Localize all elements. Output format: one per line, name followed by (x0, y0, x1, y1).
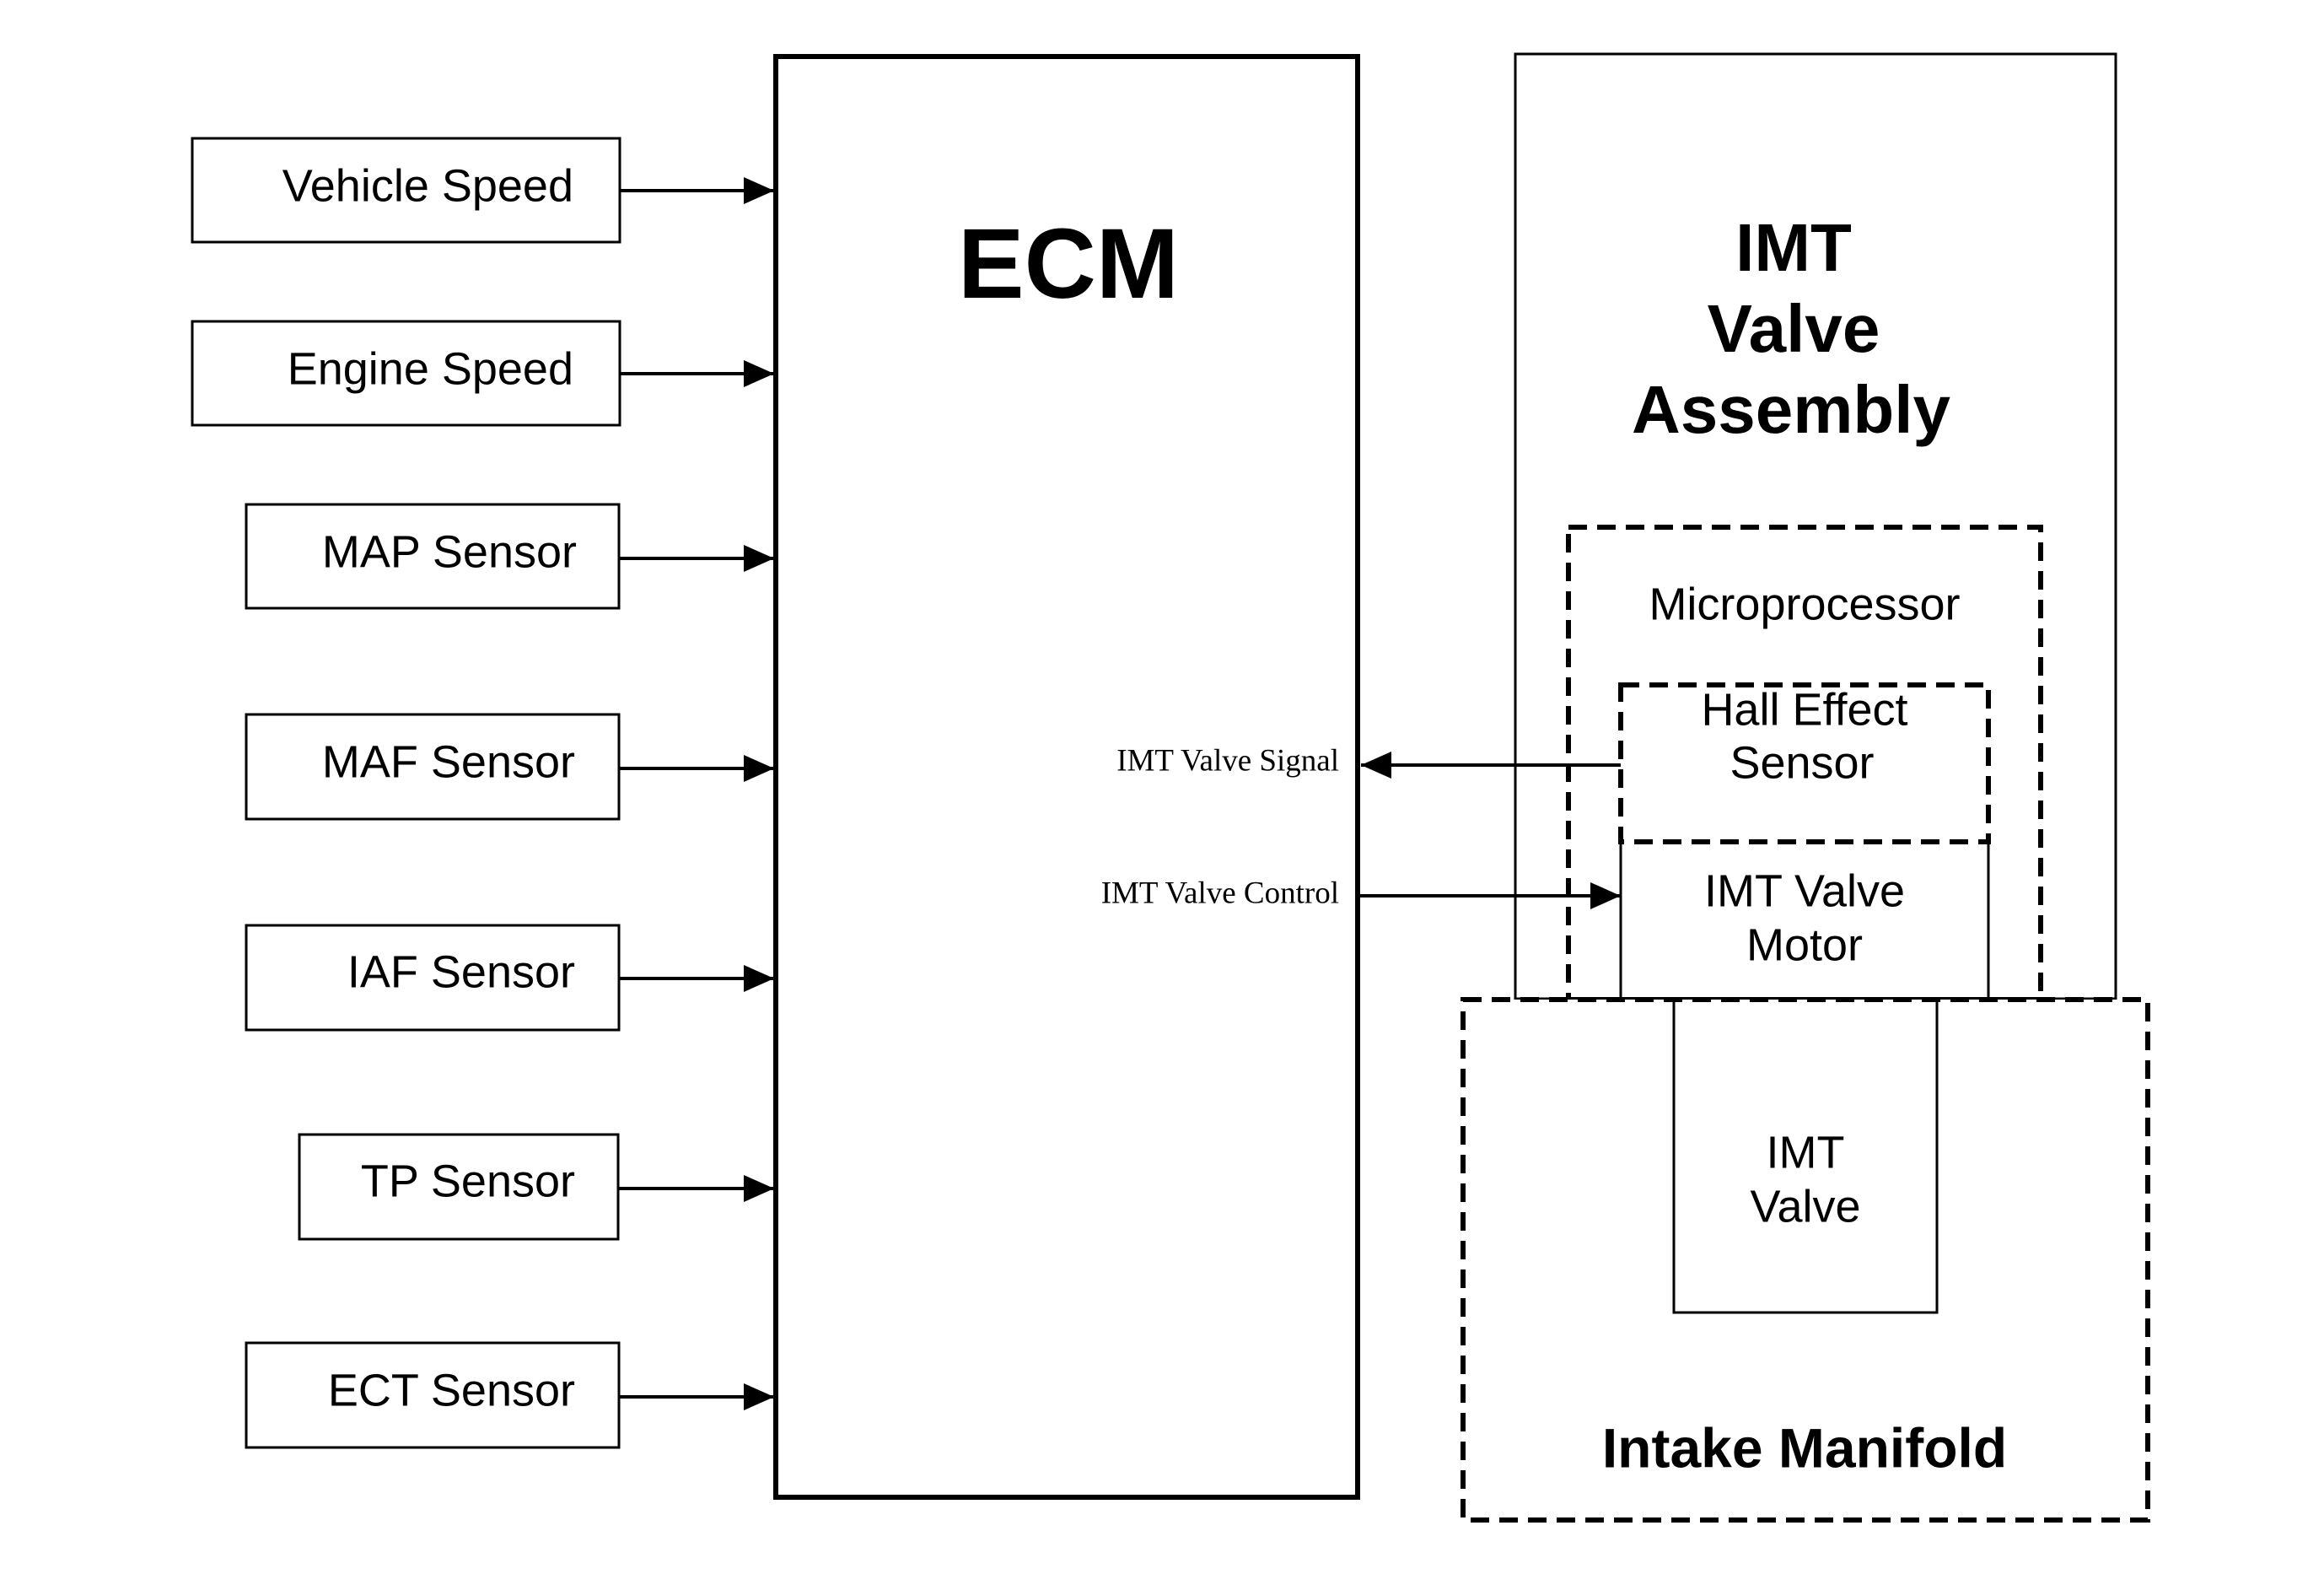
assembly-title-line-2: Valve (1708, 291, 1880, 366)
input-label: MAF Sensor (322, 736, 575, 787)
imt-valve-label-line-1: IMT (1767, 1127, 1845, 1178)
input-maf-sensor: MAF Sensor (245, 713, 774, 821)
input-label: Vehicle Speed (282, 160, 573, 211)
imt-valve-motor-block: IMT Valve Motor (1619, 842, 1990, 1000)
ecm-block: ECM IMT Valve Signal IMT Valve Control (773, 54, 1360, 1500)
input-label: TP Sensor (361, 1156, 575, 1206)
microprocessor-label: Microprocessor (1649, 579, 1960, 629)
ecm-title: ECM (958, 208, 1179, 320)
input-vehicle-speed: Vehicle Speed (191, 137, 774, 244)
input-label: Engine Speed (288, 343, 573, 394)
assembly-title-line-3: Assembly (1632, 372, 1950, 447)
imt-valve-block: IMT Valve (1672, 1000, 1939, 1314)
input-label: MAP Sensor (322, 526, 577, 577)
input-iaf-sensor: IAF Sensor (245, 924, 774, 1032)
hall-effect-sensor-block: Hall Effect Sensor (1618, 682, 1991, 844)
imt-valve-label-line-2: Valve (1750, 1181, 1860, 1232)
motor-label-line-1: IMT Valve (1704, 865, 1905, 916)
input-map-sensor: MAP Sensor (245, 503, 774, 610)
input-label: ECT Sensor (328, 1365, 575, 1415)
microprocessor-block: Microprocessor (1566, 525, 2043, 1002)
assembly-title-line-1: IMT (1735, 210, 1852, 285)
intake-manifold-block: Intake Manifold (1461, 997, 2150, 1523)
hall-label-line-1: Hall Effect (1701, 684, 1907, 735)
input-ect-sensor: ECT Sensor (245, 1341, 774, 1449)
intake-manifold-title: Intake Manifold (1602, 1416, 2007, 1479)
input-engine-speed: Engine Speed (191, 320, 774, 427)
hall-label-line-2: Sensor (1730, 737, 1874, 788)
motor-label-line-2: Motor (1746, 919, 1863, 970)
input-tp-sensor: TP Sensor (298, 1133, 774, 1241)
input-label: IAF Sensor (347, 946, 575, 997)
valve-control-label: IMT Valve Control (1101, 876, 1339, 910)
valve-signal-label: IMT Valve Signal (1116, 743, 1339, 778)
